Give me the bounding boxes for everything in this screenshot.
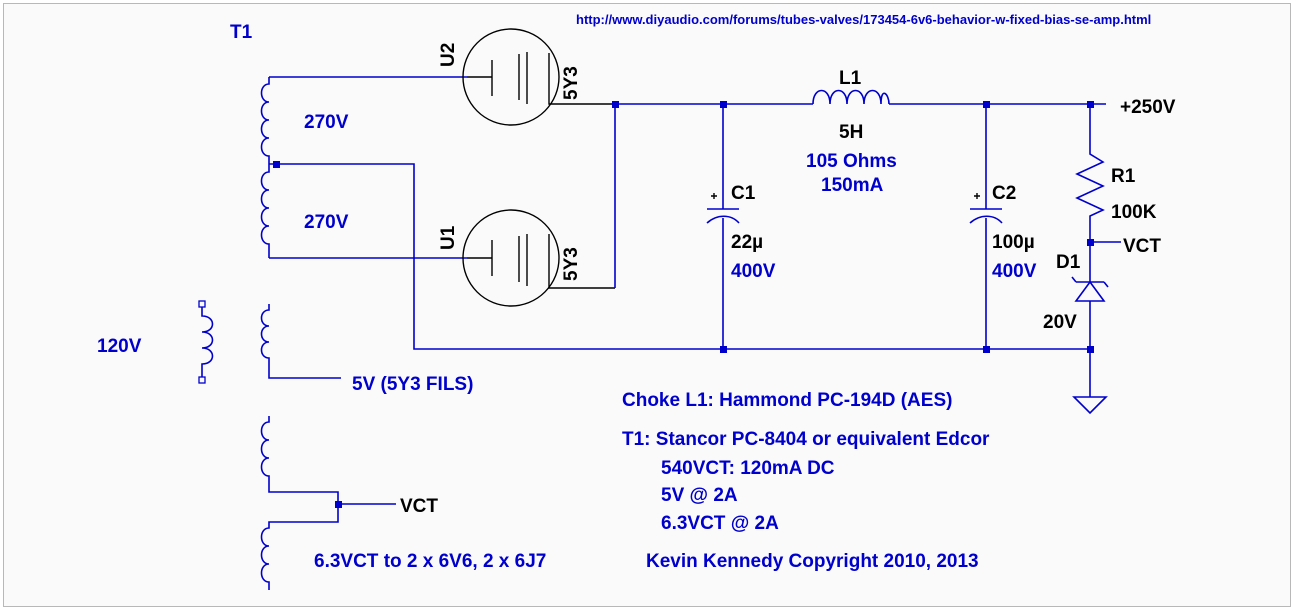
resistor-r1: [1075, 104, 1105, 242]
junction-c2-bottom: [983, 346, 990, 353]
label-winding-bottom: 270V: [304, 212, 349, 233]
label-winding-top: 270V: [304, 112, 349, 133]
tube-u2: [462, 28, 615, 126]
label-u1-ref: U1: [438, 225, 459, 250]
junction-c1-bottom: [720, 346, 727, 353]
label-fil-63: 6.3VCT to 2 x 6V6, 2 x 6J7: [314, 551, 546, 572]
note-t1: T1: Stancor PC-8404 or equivalent Edcor: [622, 429, 990, 450]
label-primary: 120V: [97, 336, 142, 357]
junction-center-tap: [273, 161, 280, 168]
label-u2-ref: U2: [438, 43, 459, 67]
label-vct-node: VCT: [1123, 236, 1161, 257]
junction-rect-out: [612, 101, 619, 108]
label-u1-type: 5Y3: [561, 247, 582, 281]
schematic-canvas: http://www.diyaudio.com/forums/tubes-val…: [3, 3, 1291, 607]
url-link[interactable]: http://www.diyaudio.com/forums/tubes-val…: [576, 12, 1151, 27]
label-c1: C1: [731, 183, 756, 204]
label-l1-resistance: 105 Ohms: [806, 151, 897, 172]
primary-terminal-top: [198, 300, 206, 308]
label-r1: R1: [1111, 166, 1136, 187]
secondary-coil-lower: [260, 164, 270, 258]
label-fil-5v: 5V (5Y3 FILS): [352, 374, 473, 395]
label-c1-voltage: 400V: [731, 261, 776, 282]
label-c2-voltage: 400V: [992, 261, 1037, 282]
label-l1-current: 150mA: [821, 175, 884, 196]
label-l1: L1: [839, 68, 862, 89]
filament-5v-coil: [260, 304, 341, 379]
label-bplus: +250V: [1120, 97, 1176, 118]
note-copyright: Kevin Kennedy Copyright 2010, 2013: [646, 551, 979, 572]
capacitor-c1: [706, 104, 740, 349]
label-vct-winding: VCT: [400, 496, 438, 517]
label-u2-type: 5Y3: [561, 66, 582, 100]
ground-symbol: [1072, 349, 1108, 415]
label-t1: T1: [230, 22, 253, 43]
label-c2-value: 100µ: [992, 232, 1035, 253]
wire-center-tap: [269, 163, 1090, 350]
junction-vct: [335, 501, 342, 508]
schematic: http://www.diyaudio.com/forums/tubes-val…: [97, 12, 1176, 590]
secondary-coil-upper: [260, 77, 270, 164]
tube-u1: [462, 209, 615, 307]
primary-coil: [201, 307, 214, 377]
note-spec-63vct: 6.3VCT @ 2A: [661, 513, 779, 534]
primary-terminal-bottom: [198, 376, 206, 384]
label-d1: D1: [1056, 252, 1081, 273]
label-c2: C2: [992, 183, 1016, 204]
note-spec-540vct: 540VCT: 120mA DC: [661, 458, 835, 479]
label-d1-value: 20V: [1043, 312, 1077, 333]
label-r1-value: 100K: [1111, 202, 1157, 223]
note-choke: Choke L1: Hammond PC-194D (AES): [622, 390, 952, 411]
zener-d1: [1071, 242, 1109, 349]
label-c1-value: 22µ: [731, 232, 763, 253]
choke-l1: [812, 89, 890, 105]
label-l1-value: 5H: [839, 122, 863, 143]
note-spec-5v: 5V @ 2A: [661, 485, 738, 506]
capacitor-c2: [969, 104, 1003, 349]
